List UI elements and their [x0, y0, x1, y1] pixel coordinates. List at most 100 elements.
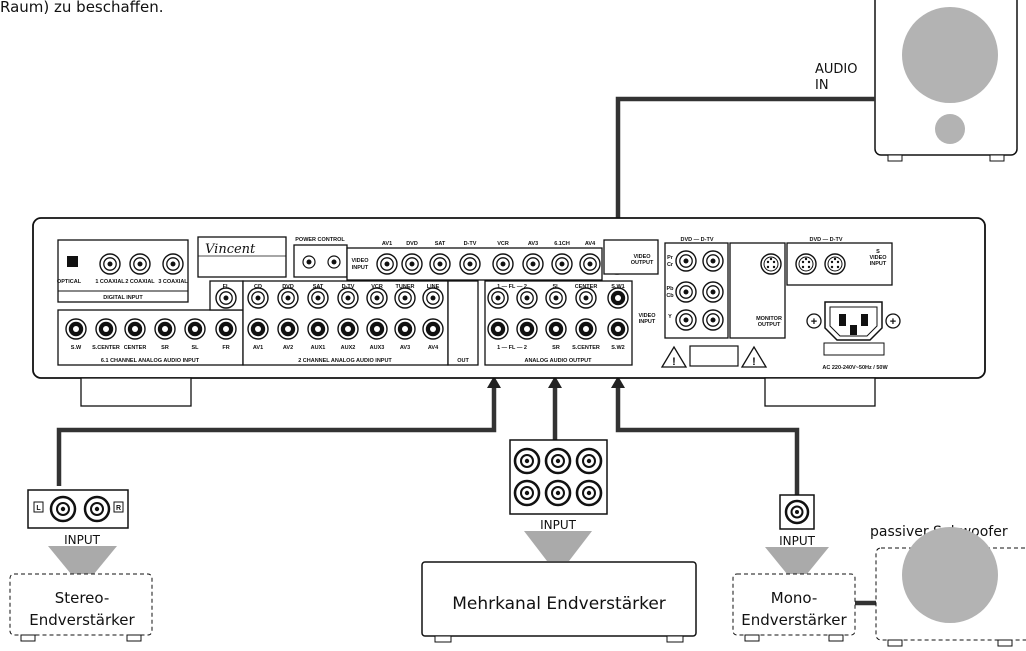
mono-amp-label-2: Endverstärker	[741, 611, 847, 629]
multichannel-jack-2-0	[575, 447, 603, 475]
svideo-top-label: DVD — D-TV	[810, 237, 843, 243]
analog61-fl-label: FL	[223, 284, 230, 290]
stereo-amp-label-1: Stereo-	[55, 589, 110, 607]
component-jack-dtv-2	[702, 309, 724, 331]
analog-out-bottom-label-scenter: S.CENTER	[572, 345, 600, 351]
analog-out-top-label-center: CENTER	[575, 284, 598, 290]
svg-text:INPUT: INPUT	[870, 261, 887, 267]
out-label: OUT	[457, 358, 469, 364]
analog61-jack-5	[215, 318, 237, 340]
analog61-label-3: SR	[161, 345, 169, 351]
analog-out-top-jack-3	[575, 287, 597, 309]
multichannel-jack-0-0	[513, 447, 541, 475]
video-input-jack-d-tv	[459, 253, 481, 275]
multichannel-jack-1-0	[544, 447, 572, 475]
analog2-top-jack-0	[247, 287, 269, 309]
analog2-bottom-label-5: AV3	[400, 345, 410, 351]
analog-out-top-jack-1	[516, 287, 538, 309]
analog61-jack-3	[154, 318, 176, 340]
analog2-top-jack-3	[337, 287, 359, 309]
stereo-funnel	[48, 546, 117, 574]
svg-text:OUTPUT: OUTPUT	[758, 322, 781, 328]
warning-symbols: ! !	[660, 345, 768, 368]
analog-out-top-label-sw1: S.W1	[611, 284, 624, 290]
mono-input-connector	[779, 494, 815, 530]
analog-out-bottom-label-sr: SR	[552, 345, 560, 351]
analog-out-top-jack-2	[545, 287, 567, 309]
analog2-bottom-jack-6	[422, 318, 444, 340]
svideo-jack-0	[795, 253, 817, 275]
analog-out-bottom-jack-1	[516, 318, 538, 340]
video-input-label-4: VCR	[497, 241, 509, 247]
component-row-label-a-2: Y	[668, 314, 672, 320]
analog2-bottom-jack-0	[247, 318, 269, 340]
svg-text:MONITOR: MONITOR	[756, 316, 782, 322]
analog2-bottom-jack-4	[366, 318, 388, 340]
component-row-label-a-0: Pr	[667, 255, 674, 261]
stereo-amp-label-2: Endverstärker	[29, 611, 135, 629]
brand-name: Vincent	[205, 242, 256, 257]
svideo-jack-1	[824, 253, 846, 275]
multichannel-amp	[421, 561, 697, 637]
video-input-label-7: AV4	[585, 241, 596, 247]
analog2-top-jack-5	[394, 287, 416, 309]
label-coax2: 2 COAXIAL	[125, 279, 155, 285]
analog-out-bottom-jack-0	[487, 318, 509, 340]
analog2-bottom-label-2: AUX1	[311, 345, 326, 351]
multichannel-funnel	[524, 531, 592, 561]
active-subwoofer	[874, 0, 1018, 162]
video-input-jack-6.1ch	[551, 253, 573, 275]
analog61-jack-1	[95, 318, 117, 340]
label-coax1: 1 COAXIAL	[95, 279, 125, 285]
video-input-label-0: AV1	[382, 241, 392, 247]
passive-subwoofer	[875, 527, 1026, 647]
analog61-label-5: FR	[222, 345, 229, 351]
component-row-label-b-1: Cb	[666, 293, 674, 299]
svg-text:!: !	[672, 356, 676, 368]
label-coax3: 3 COAXIAL	[158, 279, 188, 285]
label-optical: OPTICAL	[57, 279, 82, 285]
analog2-top-jack-6	[422, 287, 444, 309]
analog2-top-label-5: TUNER	[396, 284, 415, 290]
analog61-title: 6.1 CHANNEL ANALOG AUDIO INPUT	[101, 358, 200, 364]
analog-out-bottom-jack-2	[545, 318, 567, 340]
svg-text:S: S	[876, 249, 880, 255]
component-jack-dvd-0	[675, 250, 697, 272]
analog61-label-1: S.CENTER	[92, 345, 120, 351]
video-input-label-6: 6.1CH	[554, 241, 570, 247]
analog61-label-2: CENTER	[124, 345, 147, 351]
component-jack-dvd-2	[675, 309, 697, 331]
video-input-label-2: INPUT	[352, 265, 369, 271]
video-input-label-2: SAT	[435, 241, 446, 247]
passive-woofer-cone	[902, 527, 998, 623]
svg-text:!: !	[752, 356, 756, 368]
analog2-bottom-label-4: AUX3	[370, 345, 385, 351]
svg-text:INPUT: INPUT	[639, 319, 656, 325]
cable-stereo	[56, 385, 497, 486]
analog61-label-4: SL	[191, 345, 199, 351]
stereo-R: R	[116, 505, 121, 512]
stereo-input-label: INPUT	[64, 533, 101, 547]
intro-text: Raum) zu beschaffen.	[0, 0, 164, 16]
analog2-bottom-label-1: AV2	[283, 345, 293, 351]
analog2-bottom-jack-3	[337, 318, 359, 340]
analog61-jack-4	[184, 318, 206, 340]
multichannel-jack-0-1	[513, 479, 541, 507]
power-rating: AC 220-240V~50Hz / 50W	[822, 365, 888, 371]
analog2-top-label-3: D-TV	[342, 284, 355, 290]
video-input-jack-av3	[522, 253, 544, 275]
analog61-jack-2	[124, 318, 146, 340]
analog2-bottom-label-3: AUX2	[341, 345, 356, 351]
analog61-label-0: S.W	[71, 345, 82, 351]
multichannel-input-connector	[509, 439, 608, 515]
analog2-bottom-jack-5	[394, 318, 416, 340]
analog2-bottom-label-0: AV1	[253, 345, 263, 351]
video-input-label-5: AV3	[528, 241, 538, 247]
receiver-rear-panel: OPTICAL 1 COAXIAL 2 COAXIAL 3 COAXIAL DI…	[32, 217, 986, 407]
component-row-label-a-1: Pb	[666, 286, 674, 292]
coax-jack-3	[162, 253, 184, 275]
analog-out-top-label-sl: SL	[552, 284, 560, 290]
woofer-cone	[902, 7, 998, 103]
mono-amp-label-1: Mono-	[771, 589, 818, 607]
